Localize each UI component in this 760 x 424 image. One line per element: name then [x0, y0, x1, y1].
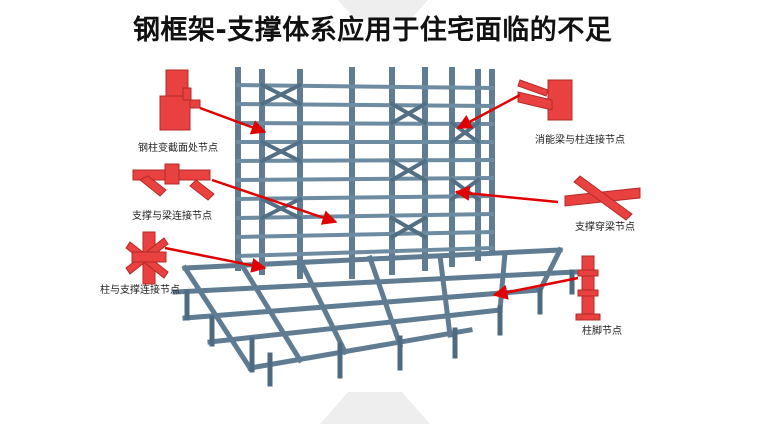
arrow-brace-through-beam [454, 185, 559, 204]
node-brace-through-beam [564, 175, 641, 221]
arrow-energy-beam-column [456, 93, 521, 130]
arrow-column-section-change [199, 106, 267, 135]
slide-title: 钢框架-支撑体系应用于住宅面临的不足 [133, 15, 613, 46]
label-column-section-change: 钢柱变截面处节点 [138, 143, 218, 154]
label-column-brace: 柱与支撑连接节点 [100, 285, 180, 296]
node-energy-beam-column [517, 79, 573, 121]
arrow-column-base [492, 276, 579, 300]
node-column-base [575, 255, 601, 321]
arrow-brace-beam [211, 178, 338, 225]
bottom-decoration [320, 392, 430, 424]
label-energy-beam-column: 消能梁与柱连接节点 [535, 135, 625, 146]
arrow-column-brace [164, 246, 267, 273]
label-brace-beam: 支撑与梁连接节点 [132, 211, 212, 222]
label-column-base: 柱脚节点 [582, 326, 622, 337]
label-brace-through-beam: 支撑穿梁节点 [575, 222, 635, 233]
node-brace-beam [132, 163, 215, 201]
node-column-brace [125, 231, 169, 285]
node-column-section-change [159, 69, 201, 131]
steel-frame [172, 67, 578, 387]
top-decoration [338, 0, 428, 20]
